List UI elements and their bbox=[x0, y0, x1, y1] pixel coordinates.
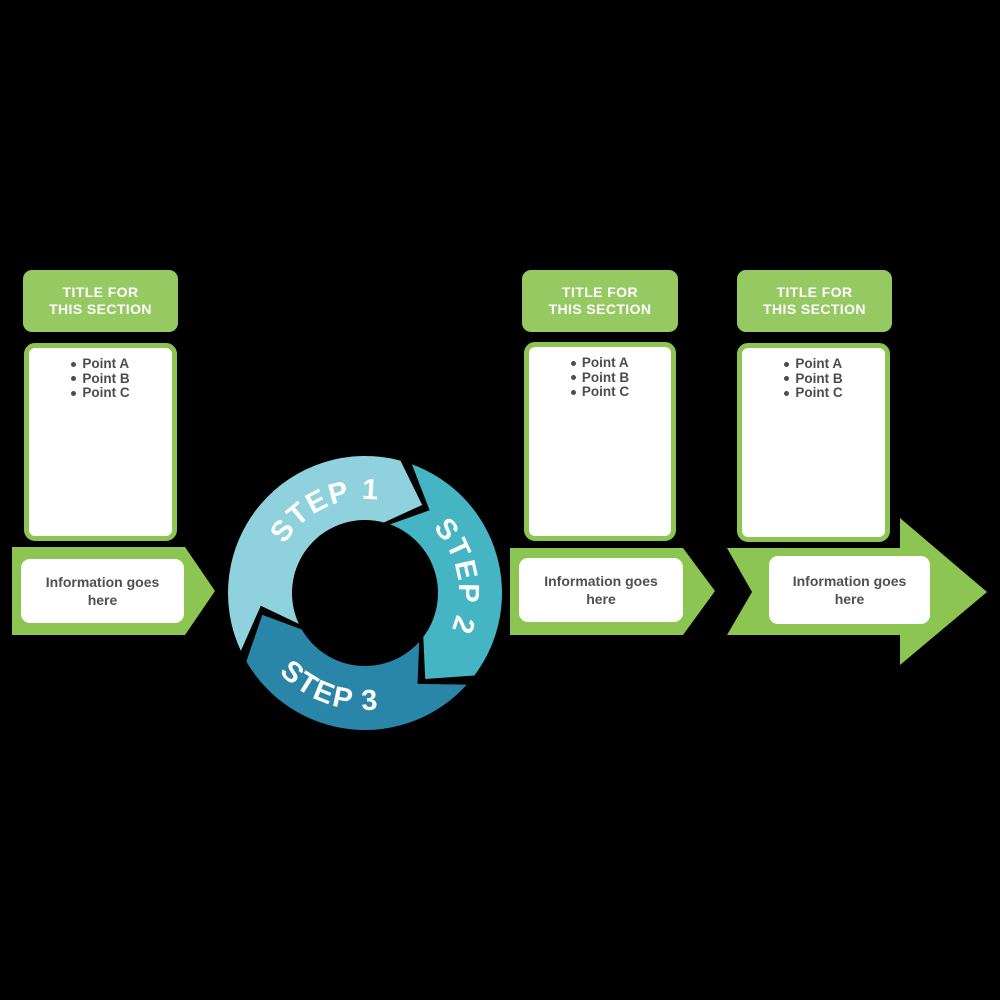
list-item: Point C bbox=[784, 385, 843, 401]
point-label: Point A bbox=[581, 355, 629, 370]
bullet-icon bbox=[784, 361, 790, 367]
point-label: Point C bbox=[795, 385, 843, 400]
list-item: Point B bbox=[784, 370, 843, 387]
bullet-icon bbox=[570, 389, 576, 395]
section-3-title-box: TITLE FOR THIS SECTION bbox=[737, 270, 892, 332]
list-item: Point C bbox=[570, 384, 630, 400]
bullet-icon bbox=[784, 376, 790, 382]
list-item: Point B bbox=[71, 370, 130, 387]
bullet-icon bbox=[71, 361, 77, 367]
info-text: Information goes here bbox=[544, 573, 658, 607]
point-label: Point C bbox=[581, 384, 630, 399]
info-text: Information goes here bbox=[792, 573, 907, 607]
section-1-content-box: Point A Point B Point C bbox=[24, 343, 177, 541]
section-2-point-list: Point A Point B Point C bbox=[570, 355, 630, 400]
point-label: Point C bbox=[82, 385, 130, 400]
bullet-icon bbox=[570, 360, 576, 366]
section-2-title-line1: TITLE FOR bbox=[562, 284, 638, 300]
list-item: Point C bbox=[71, 385, 130, 401]
section-2-content-box: Point A Point B Point C bbox=[524, 342, 676, 541]
section-2-title-line2: THIS SECTION bbox=[548, 301, 652, 317]
bullet-icon bbox=[570, 375, 576, 381]
list-item: Point A bbox=[570, 355, 629, 371]
section-1-point-list: Point A Point B Point C bbox=[71, 356, 130, 401]
section-1-title-line2: THIS SECTION bbox=[49, 301, 152, 317]
section-1-title-box: TITLE FOR THIS SECTION bbox=[23, 270, 178, 332]
section-3-title-line2: THIS SECTION bbox=[763, 301, 866, 317]
list-item: Point B bbox=[570, 369, 630, 386]
section-2-title-box: TITLE FOR THIS SECTION bbox=[522, 270, 678, 332]
section-3-point-list: Point A Point B Point C bbox=[784, 356, 843, 401]
section-3-content-box: Point A Point B Point C bbox=[737, 343, 890, 542]
section-1-title-line1: TITLE FOR bbox=[62, 284, 139, 300]
section-2-info-box: Information goes here bbox=[519, 558, 683, 622]
list-item: Point A bbox=[784, 356, 843, 372]
cycle-segment-2 bbox=[389, 464, 503, 680]
bullet-icon bbox=[71, 390, 77, 396]
section-3-title-line1: TITLE FOR bbox=[776, 284, 853, 300]
section-3-info-box: Information goes here bbox=[769, 556, 930, 624]
bullet-icon bbox=[784, 390, 790, 396]
point-label: Point A bbox=[795, 356, 843, 371]
point-label: Point B bbox=[82, 370, 130, 386]
list-item: Point A bbox=[71, 356, 130, 372]
section-1-info-box: Information goes here bbox=[21, 559, 184, 623]
cycle-segment-1 bbox=[228, 456, 423, 651]
point-label: Point A bbox=[82, 356, 130, 371]
info-text: Information goes here bbox=[45, 574, 160, 608]
point-label: Point B bbox=[795, 370, 843, 386]
cycle-segment-3 bbox=[246, 614, 467, 731]
point-label: Point B bbox=[581, 369, 630, 385]
bullet-icon bbox=[71, 376, 77, 382]
